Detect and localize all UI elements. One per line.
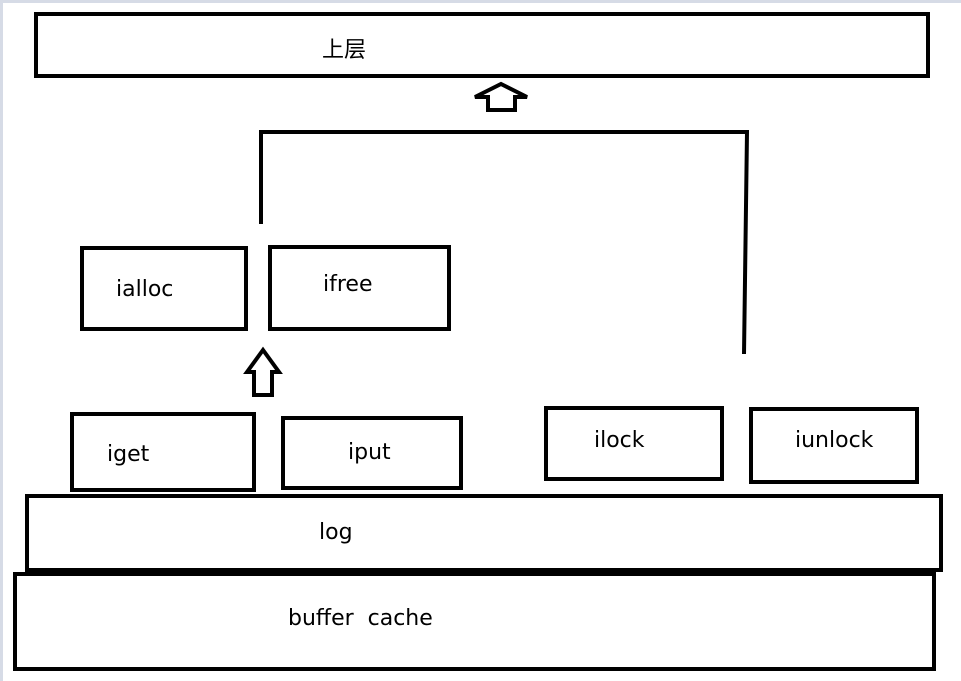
ilock-box [544,406,724,481]
iunlock-label: iunlock [795,428,874,453]
canvas-edge-top [0,0,961,3]
ifree-box [268,245,451,331]
iget-label: iget [107,442,150,467]
iget-box [70,412,256,492]
top-layer-label: 上层 [322,38,367,63]
buffer-cache-label: buffer cache [288,606,433,631]
iput-label: iput [348,440,391,465]
ialloc-label: ialloc [116,277,174,302]
up-arrow-to-alloc-icon [243,346,283,397]
buffer-cache-box [13,572,936,671]
iput-box [281,416,463,490]
top-layer-box [34,12,930,78]
iunlock-box [749,407,919,484]
bracket-connector-line [259,130,750,355]
ilock-label: ilock [594,428,645,453]
log-label: log [319,520,353,545]
up-arrow-to-top-layer-icon [474,81,528,112]
ialloc-box [80,246,248,331]
ifree-label: ifree [323,272,373,297]
log-box [25,494,943,572]
canvas-edge-left [0,0,3,681]
